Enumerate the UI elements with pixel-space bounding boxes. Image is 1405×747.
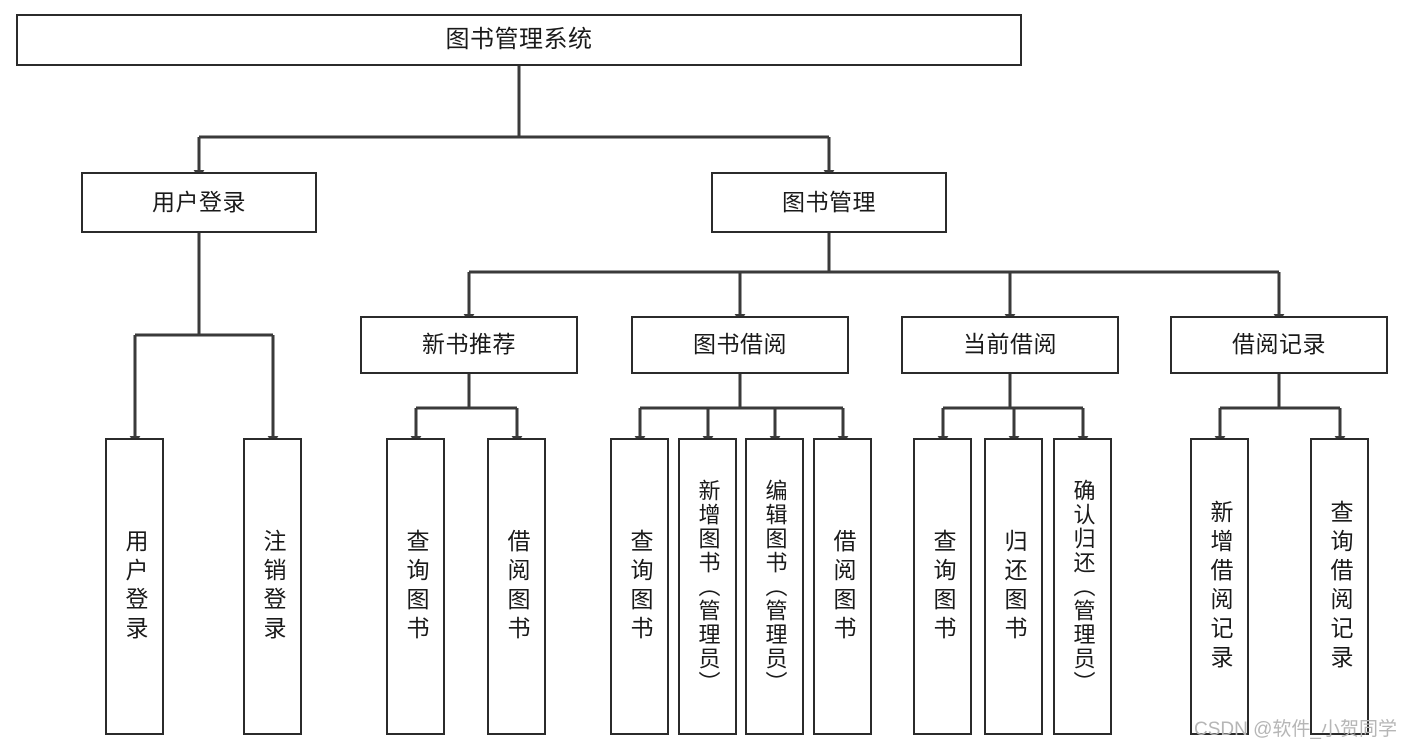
node-label: 编辑图书（管理员） — [762, 478, 788, 695]
node-leaf1[interactable]: 用户登录 — [105, 438, 164, 735]
node-leaf8[interactable]: 借阅图书 — [813, 438, 872, 735]
node-leaf9[interactable]: 查询图书 — [913, 438, 972, 735]
node-leaf6[interactable]: 新增图书（管理员） — [678, 438, 737, 735]
node-label: 新书推荐 — [422, 331, 516, 358]
node-newbook[interactable]: 新书推荐 — [360, 316, 578, 374]
node-label: 新增借阅记录 — [1207, 499, 1233, 674]
node-label: 图书管理 — [782, 188, 876, 215]
node-leaf12[interactable]: 新增借阅记录 — [1190, 438, 1249, 735]
node-label: 用户登录 — [152, 188, 246, 215]
node-leaf3[interactable]: 查询图书 — [386, 438, 445, 735]
node-label: 借阅图书 — [830, 528, 856, 645]
node-label: 注销登录 — [260, 528, 286, 645]
node-bookmgmt[interactable]: 图书管理 — [711, 172, 947, 233]
node-root[interactable]: 图书管理系统 — [16, 14, 1022, 66]
node-leaf13[interactable]: 查询借阅记录 — [1310, 438, 1369, 735]
watermark-text: CSDN @软件_小贺同学 — [1194, 719, 1397, 740]
node-label: 借阅图书 — [504, 528, 530, 645]
node-leaf2[interactable]: 注销登录 — [243, 438, 302, 735]
node-leaf7[interactable]: 编辑图书（管理员） — [745, 438, 804, 735]
node-leaf4[interactable]: 借阅图书 — [487, 438, 546, 735]
node-label: 查询借阅记录 — [1327, 499, 1353, 674]
node-label: 用户登录 — [122, 528, 148, 645]
node-label: 图书管理系统 — [445, 25, 593, 53]
node-login[interactable]: 用户登录 — [81, 172, 317, 233]
node-label: 归还图书 — [1001, 528, 1027, 645]
node-label: 当前借阅 — [963, 331, 1057, 358]
node-current[interactable]: 当前借阅 — [901, 316, 1119, 374]
node-records[interactable]: 借阅记录 — [1170, 316, 1388, 374]
node-leaf5[interactable]: 查询图书 — [610, 438, 669, 735]
node-borrow[interactable]: 图书借阅 — [631, 316, 849, 374]
node-label: 查询图书 — [403, 528, 429, 645]
node-label: 借阅记录 — [1232, 331, 1326, 358]
node-label: 查询图书 — [930, 528, 956, 645]
node-label: 新增图书（管理员） — [695, 478, 721, 695]
node-label: 查询图书 — [627, 528, 653, 645]
node-leaf11[interactable]: 确认归还（管理员） — [1053, 438, 1112, 735]
node-label: 确认归还（管理员） — [1070, 478, 1096, 695]
node-leaf10[interactable]: 归还图书 — [984, 438, 1043, 735]
node-label: 图书借阅 — [693, 331, 787, 358]
